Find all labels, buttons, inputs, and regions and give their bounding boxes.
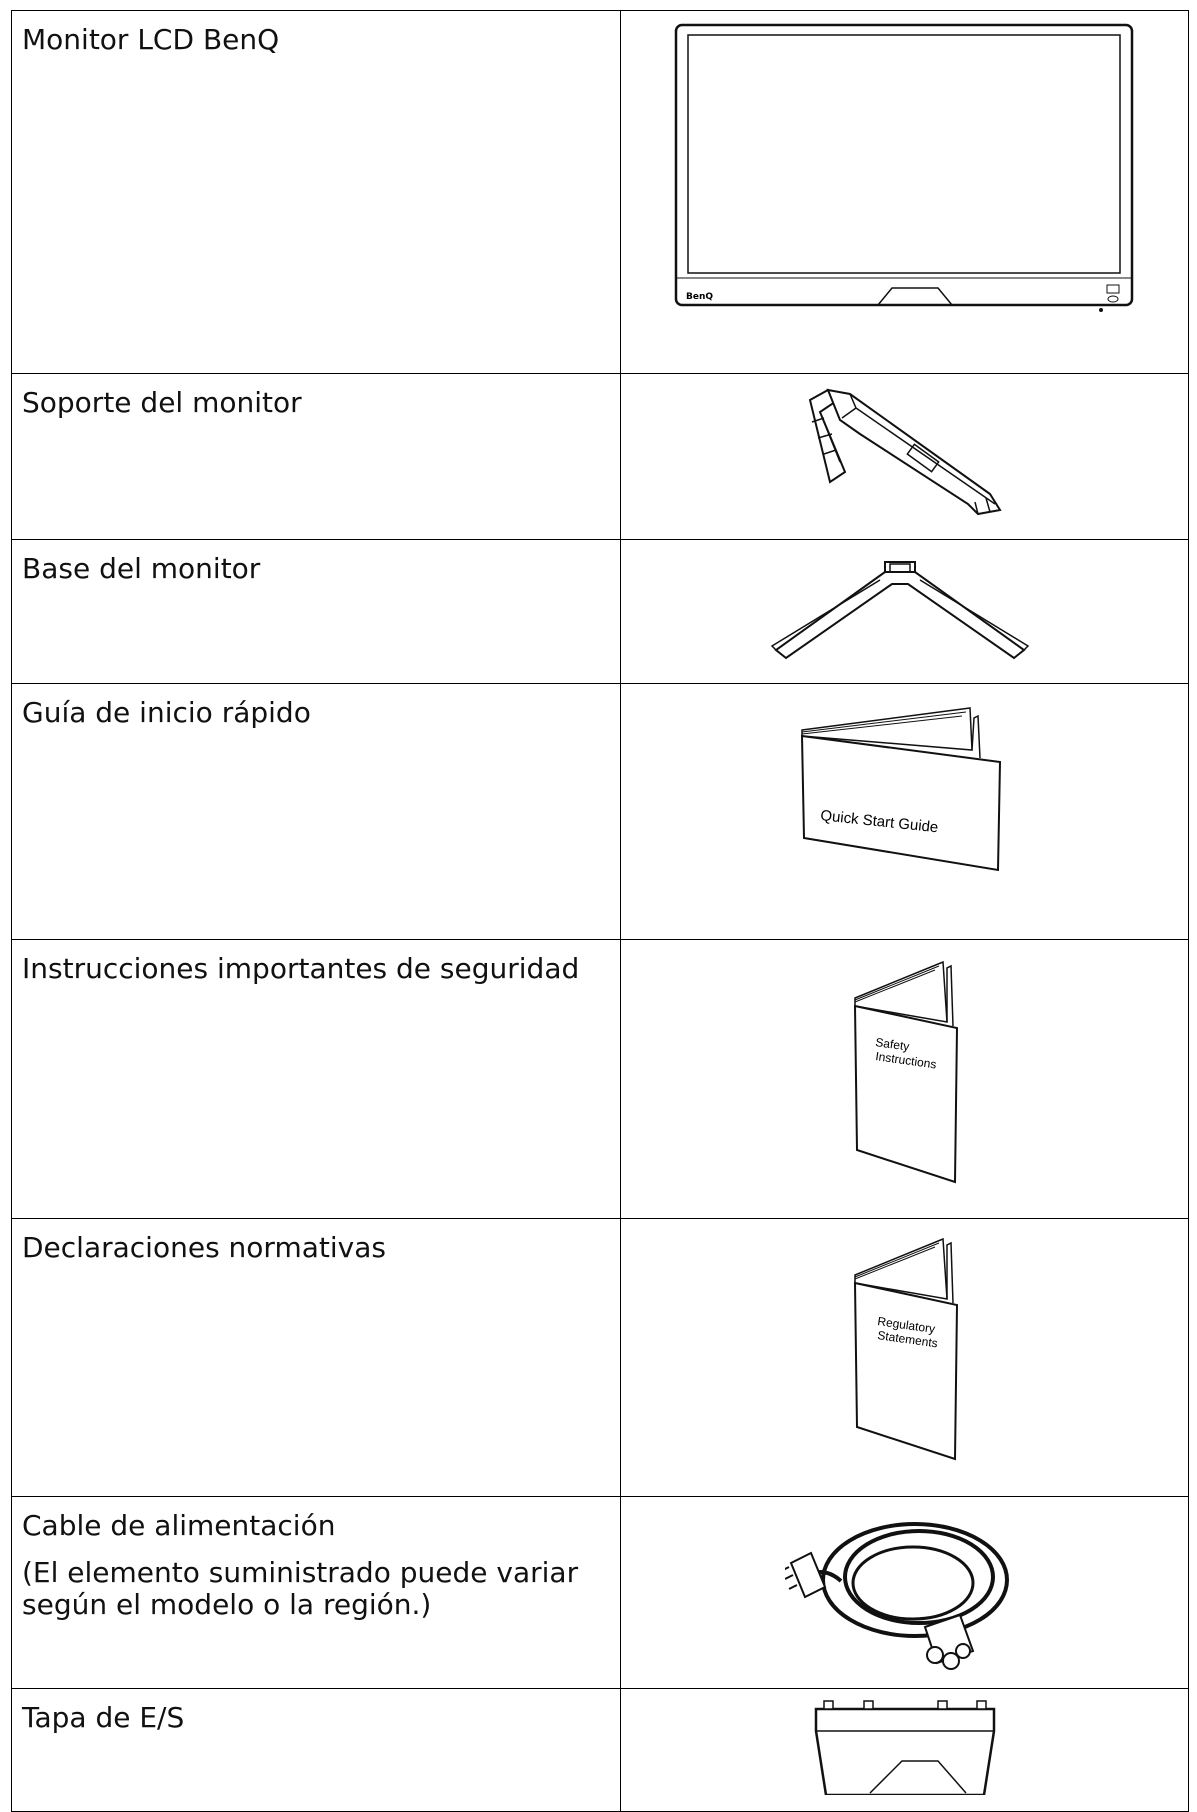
- power-cable-icon: [784, 1522, 1009, 1670]
- item-label-cell: Monitor LCD BenQ: [11, 10, 621, 374]
- item-image-cell: [620, 539, 1189, 684]
- monitor-brand-text: BenQ: [686, 292, 713, 302]
- item-label-cell: Cable de alimentación (El elemento sumin…: [11, 1496, 621, 1689]
- item-label-cell: Guía de inicio rápido: [11, 683, 621, 940]
- item-image-cell: Safety Instructions: [620, 939, 1189, 1219]
- item-image-cell: BenQ: [620, 10, 1189, 374]
- package-contents-table: Monitor LCD BenQ BenQ Soporte del monito…: [11, 10, 1189, 1812]
- table-row: Instrucciones importantes de seguridad S…: [11, 939, 1189, 1219]
- item-label-cell: Base del monitor: [11, 539, 621, 684]
- item-label-cell: Soporte del monitor: [11, 373, 621, 540]
- booklet-title-line1: Safety: [874, 1035, 910, 1054]
- item-image-cell: Quick Start Guide: [620, 683, 1189, 940]
- quick-start-guide-icon: Quick Start Guide: [800, 707, 1001, 872]
- item-label: Cable de alimentación: [22, 1509, 336, 1542]
- item-label: Monitor LCD BenQ: [22, 23, 280, 56]
- item-label-cell: Instrucciones importantes de seguridad: [11, 939, 621, 1219]
- item-label: Guía de inicio rápido: [22, 696, 311, 729]
- item-image-cell: [620, 1496, 1189, 1689]
- item-label: Soporte del monitor: [22, 386, 302, 419]
- table-row: Cable de alimentación (El elemento sumin…: [11, 1496, 1189, 1689]
- table-row: Declaraciones normativas Regulatory Stat…: [11, 1218, 1189, 1497]
- item-image-cell: Regulatory Statements: [620, 1218, 1189, 1497]
- monitor-stand-icon: [808, 388, 1002, 516]
- item-label: Declaraciones normativas: [22, 1231, 386, 1264]
- item-image-cell: [620, 373, 1189, 540]
- item-note: (El elemento suministrado puede variar s…: [22, 1556, 579, 1621]
- regulatory-statements-icon: Regulatory Statements: [853, 1237, 958, 1461]
- item-label: Base del monitor: [22, 552, 261, 585]
- monitor-illustration: BenQ: [674, 23, 1133, 312]
- table-row: Monitor LCD BenQ BenQ: [11, 10, 1189, 374]
- item-label-cell: Declaraciones normativas: [11, 1218, 621, 1497]
- table-row: Base del monitor: [11, 539, 1189, 684]
- table-row: Soporte del monitor: [11, 373, 1189, 540]
- safety-instructions-icon: Safety Instructions: [853, 960, 958, 1184]
- item-label: Instrucciones importantes de seguridad: [22, 952, 580, 985]
- item-image-cell: [620, 1688, 1189, 1812]
- table-row: Guía de inicio rápido Quick Start Guide: [11, 683, 1189, 940]
- item-label: Tapa de E/S: [22, 1701, 185, 1734]
- table-row: Tapa de E/S: [11, 1688, 1189, 1812]
- io-cover-icon: [814, 1700, 995, 1795]
- item-label-cell: Tapa de E/S: [11, 1688, 621, 1812]
- monitor-base-icon: [770, 561, 1029, 660]
